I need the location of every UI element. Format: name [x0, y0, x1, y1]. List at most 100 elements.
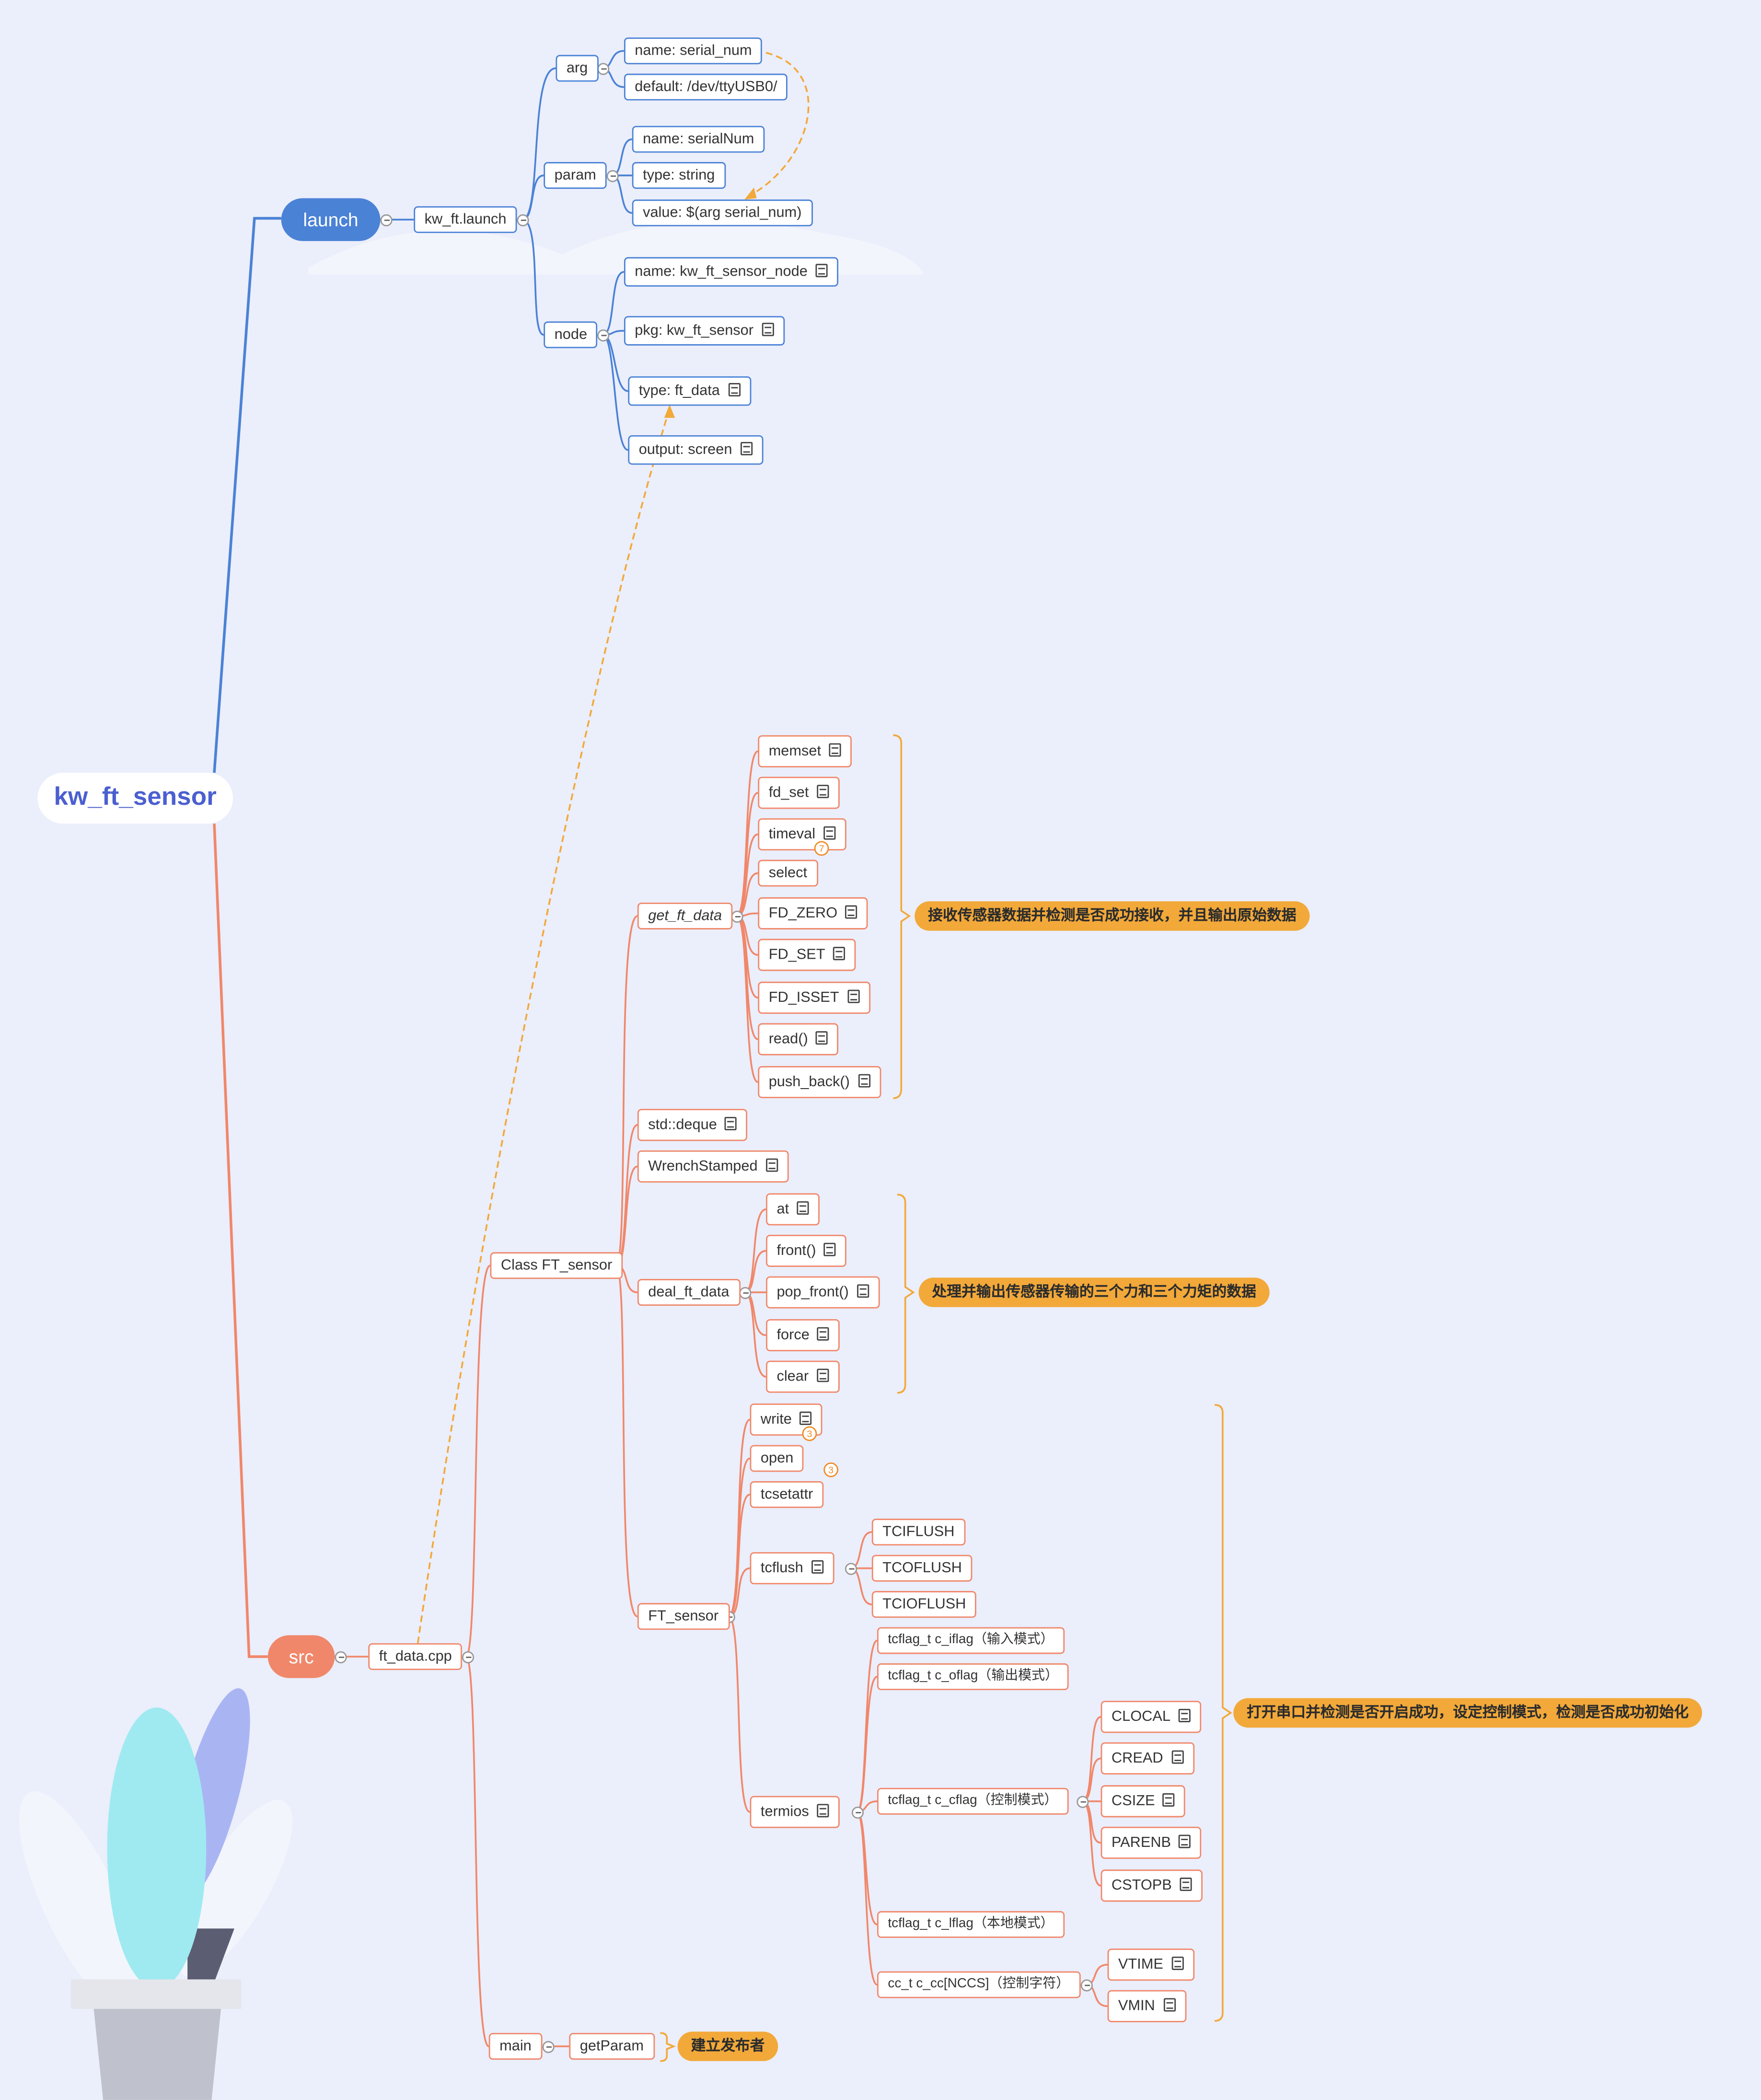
termios-iflag-node[interactable]: tcflag_t c_iflag（输入模式） — [877, 1627, 1065, 1654]
deal-ft-data-item[interactable]: clear — [766, 1360, 840, 1393]
collapse-toggle[interactable] — [517, 214, 529, 227]
node-pkg-node[interactable]: pkg: kw_ft_sensor — [624, 316, 785, 346]
param-value-node[interactable]: value: $(arg serial_num) — [632, 199, 812, 227]
getparam-node[interactable]: getParam — [569, 2033, 655, 2060]
tcflush-item[interactable]: TCIOFLUSH — [871, 1591, 977, 1618]
note-icon — [765, 1158, 778, 1172]
get-ft-data-item[interactable]: memset — [758, 735, 852, 767]
summary-main[interactable]: 建立发布者 — [677, 2031, 778, 2061]
node-label: front() — [776, 1242, 816, 1259]
note-icon — [761, 323, 774, 336]
node-label: FD_SET — [768, 947, 825, 963]
cflag-item[interactable]: PARENB — [1101, 1826, 1202, 1859]
collapse-toggle[interactable] — [731, 910, 743, 923]
note-icon — [857, 1284, 869, 1298]
wrench-stamped-node[interactable]: WrenchStamped — [637, 1150, 788, 1183]
termios-oflag-node[interactable]: tcflag_t c_oflag（输出模式） — [877, 1663, 1069, 1690]
cflag-item[interactable]: CSTOPB — [1101, 1869, 1203, 1902]
link-count-badge[interactable]: 3 — [802, 1426, 817, 1441]
node-label: tcflush — [760, 1560, 803, 1577]
note-icon — [1179, 1834, 1191, 1848]
summary-deal-ft-data[interactable]: 处理并输出传感器传输的三个力和三个力矩的数据 — [918, 1277, 1270, 1307]
get-ft-data-item[interactable]: select — [758, 859, 818, 887]
deal-ft-data-item[interactable]: force — [766, 1319, 841, 1352]
note-icon — [1171, 1956, 1183, 1970]
collapse-toggle[interactable] — [597, 329, 610, 342]
node-label: memset — [768, 743, 822, 760]
node-type-node[interactable]: type: ft_data — [628, 376, 751, 406]
link-count-badge[interactable]: 7 — [814, 841, 829, 856]
cc-item[interactable]: VMIN — [1107, 1990, 1186, 2022]
summary-get-ft-data[interactable]: 接收传感器数据并检测是否成功接收，并且输出原始数据 — [915, 901, 1310, 931]
collapse-toggle[interactable] — [335, 1651, 347, 1664]
node-label: force — [776, 1327, 810, 1344]
node-label: output: screen — [638, 441, 732, 458]
collapse-toggle[interactable] — [851, 1806, 864, 1819]
cflag-item[interactable]: CLOCAL — [1101, 1701, 1202, 1733]
collapse-toggle[interactable] — [739, 1287, 752, 1299]
deal-ft-data-node[interactable]: deal_ft_data — [637, 1279, 740, 1306]
get-ft-data-item[interactable]: timeval — [758, 818, 846, 851]
tcflush-item[interactable]: TCIFLUSH — [871, 1519, 965, 1546]
collapse-toggle[interactable] — [1080, 1979, 1093, 1992]
tcflush-node[interactable]: tcflush — [750, 1552, 834, 1585]
arg-node[interactable]: arg — [556, 55, 599, 82]
cflag-item[interactable]: CSIZE — [1101, 1785, 1186, 1818]
ft-sensor-node[interactable]: FT_sensor — [637, 1603, 730, 1630]
node-name-node[interactable]: name: kw_ft_sensor_node — [624, 257, 839, 287]
summary-ft-sensor[interactable]: 打开串口并检测是否开启成功，设定控制模式，检测是否成功初始化 — [1233, 1698, 1703, 1728]
main-node[interactable]: main — [488, 2033, 543, 2060]
link-count-badge[interactable]: 3 — [823, 1462, 838, 1477]
get-ft-data-item[interactable]: FD_SET — [758, 939, 856, 971]
node-label: PARENB — [1111, 1834, 1171, 1851]
collapse-toggle[interactable] — [542, 2041, 555, 2054]
node-label: FD_ISSET — [768, 989, 839, 1006]
collapse-toggle[interactable] — [380, 214, 393, 227]
collapse-toggle[interactable] — [597, 63, 610, 75]
node-label: std::deque — [648, 1117, 717, 1133]
launch-file-node[interactable]: kw_ft.launch — [414, 206, 517, 233]
note-icon — [817, 1804, 829, 1818]
collapse-toggle[interactable] — [845, 1563, 857, 1575]
node-output-node[interactable]: output: screen — [628, 435, 763, 465]
cflag-item[interactable]: CREAD — [1101, 1742, 1194, 1775]
get-ft-data-item[interactable]: FD_ZERO — [758, 897, 869, 929]
termios-cc-node[interactable]: cc_t c_cc[NCCS]（控制字符） — [877, 1971, 1080, 1998]
cc-item[interactable]: VTIME — [1107, 1949, 1194, 1981]
collapse-toggle[interactable] — [606, 170, 619, 182]
param-name-node[interactable]: name: serialNum — [632, 126, 765, 153]
node-label: FD_ZERO — [768, 905, 838, 922]
get-ft-data-item[interactable]: push_back() — [758, 1066, 881, 1098]
get-ft-data-item[interactable]: fd_set — [758, 777, 840, 809]
note-icon — [847, 989, 859, 1003]
tcflush-item[interactable]: TCOFLUSH — [871, 1555, 973, 1582]
get-ft-data-item[interactable]: read() — [758, 1023, 839, 1056]
node-node[interactable]: node — [544, 321, 598, 348]
param-node[interactable]: param — [544, 162, 607, 189]
get-ft-data-item[interactable]: FD_ISSET — [758, 981, 870, 1014]
get-ft-data-node[interactable]: get_ft_data — [637, 903, 733, 929]
param-type-node[interactable]: type: string — [632, 162, 726, 189]
arg-name-node[interactable]: name: serial_num — [624, 37, 763, 65]
node-label: termios — [760, 1804, 809, 1820]
class-node[interactable]: Class FT_sensor — [490, 1252, 623, 1279]
tcsetattr-node[interactable]: tcsetattr — [750, 1481, 824, 1508]
deal-ft-data-item[interactable]: pop_front() — [766, 1276, 880, 1309]
src-file-node[interactable]: ft_data.cpp — [368, 1643, 463, 1670]
std-deque-node[interactable]: std::deque — [637, 1109, 748, 1141]
termios-lflag-node[interactable]: tcflag_t c_lflag（本地模式） — [877, 1911, 1065, 1938]
open-node[interactable]: open — [750, 1445, 804, 1472]
node-label: CSTOPB — [1111, 1878, 1172, 1894]
collapse-toggle[interactable] — [1077, 1796, 1089, 1808]
node-label: name: kw_ft_sensor_node — [635, 264, 808, 280]
launch-topic[interactable]: launch — [281, 198, 381, 241]
root-topic[interactable]: kw_ft_sensor — [37, 773, 233, 824]
arg-default-node[interactable]: default: /dev/ttyUSB0/ — [624, 73, 788, 101]
deal-ft-data-item[interactable]: at — [766, 1193, 820, 1226]
note-icon — [829, 743, 841, 757]
termios-cflag-node[interactable]: tcflag_t c_cflag（控制模式） — [877, 1787, 1068, 1815]
collapse-toggle[interactable] — [462, 1651, 475, 1664]
deal-ft-data-item[interactable]: front() — [766, 1234, 847, 1267]
src-topic[interactable]: src — [267, 1635, 335, 1678]
termios-node[interactable]: termios — [750, 1796, 840, 1828]
